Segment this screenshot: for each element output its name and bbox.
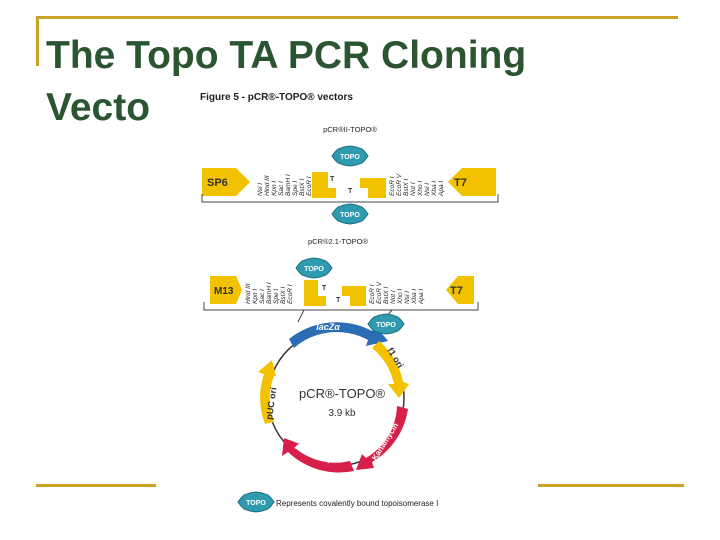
v1-left-site: Spe I [292, 181, 299, 196]
f1-ori-segment [372, 341, 409, 398]
v1-left-site: Sac I [278, 181, 285, 196]
v2-right-site: Nsi I [404, 291, 411, 304]
slide-title-line1: The Topo TA PCR Cloning [46, 34, 527, 77]
puc-ori-label: pUC ori [264, 387, 278, 421]
v1-left-site: BamH I [285, 174, 292, 196]
v1-overhang-top: T [330, 176, 335, 183]
v2-left-site: Spe I [273, 289, 280, 304]
vector1-insert-blocks [312, 172, 386, 198]
v1-right-site: Xba I [431, 181, 438, 197]
v2-overhang-bottom: T [336, 297, 341, 304]
v1-left-site: Hind III [264, 175, 271, 196]
plasmid-topo-badge: TOPO [367, 313, 405, 335]
t7-primer-arrow-2 [446, 276, 474, 304]
v1-right-site: EcoR I [389, 176, 396, 196]
top-accent-line [36, 16, 678, 19]
t7-primer-label-2: T7 [450, 285, 463, 297]
v2-right-site: Xho I [397, 289, 404, 305]
vector1-bracket [201, 194, 499, 203]
v2-left-site: Sac I [259, 289, 266, 304]
svg-text:TOPO: TOPO [340, 154, 360, 161]
vector2-name: pCR®2.1-TOPO® [308, 237, 369, 246]
v2-left-site: Kpn I [252, 289, 259, 304]
m13-primer-arrow [210, 276, 242, 304]
vector2-bracket [203, 302, 479, 311]
v1-left-site: EcoR I [306, 176, 313, 196]
v1-left-site: Kpn I [271, 181, 278, 196]
vector2-topo-top: TOPO [295, 257, 333, 279]
vector1-topo-bottom: TOPO [331, 203, 369, 225]
t7-primer-label-1: T7 [454, 177, 467, 189]
v2-left-site: BamH I [266, 282, 273, 304]
svg-text:TOPO: TOPO [340, 212, 360, 219]
left-accent-line [36, 16, 39, 66]
v2-right-site: EcoR I [369, 284, 376, 304]
kanamycin-label: Kanamycin [370, 421, 400, 462]
lacz-label: lacZα [316, 322, 340, 332]
sp6-primer-arrow [202, 168, 250, 196]
v1-overhang-bottom: T [348, 188, 353, 195]
vector-figure: Figure 5 - pCR®-TOPO® vectors pCR®II-TOP… [196, 84, 506, 514]
v1-right-site: Nsi I [424, 183, 431, 196]
v1-right-site: Not I [410, 182, 417, 196]
v2-left-site: Hind III [245, 283, 252, 304]
svg-text:TOPO: TOPO [304, 266, 324, 273]
svg-text:TOPO: TOPO [376, 322, 396, 329]
v1-left-site: BstX I [299, 178, 306, 196]
bracket-connector-left [297, 309, 305, 323]
v2-right-site: Not I [390, 290, 397, 304]
v1-right-site: Apa I [438, 181, 445, 197]
sp6-primer-label: SP6 [207, 177, 228, 189]
legend-topo-badge: TOPO [237, 491, 275, 513]
puc-ori-segment [258, 360, 276, 424]
v1-right-site: Xho I [417, 181, 424, 197]
vector2-insert-blocks [304, 280, 366, 306]
slide-title-line2: Vecto [46, 86, 151, 129]
vector2-left-sites: Hind III Kpn I Sac I BamH I Spe I BstX I… [245, 282, 294, 304]
v2-overhang-top: T [322, 285, 327, 292]
v2-right-site: Apa I [418, 289, 425, 305]
figure-caption: Figure 5 - pCR®-TOPO® vectors [200, 92, 353, 103]
svg-text:TOPO: TOPO [246, 500, 266, 507]
v2-left-site: BstX I [280, 286, 287, 304]
vector1-right-sites: EcoR I EcoR V BstX I Not I Xho I Nsi I X… [389, 173, 445, 197]
vector2-right-sites: EcoR I EcoR V BstX I Not I Xho I Nsi I X… [369, 281, 425, 305]
vector-figure-svg: Figure 5 - pCR®-TOPO® vectors pCR®II-TOP… [200, 92, 499, 513]
v1-left-site: Nsi I [257, 183, 264, 196]
slide-title: The Topo TA PCR Cloning Vecto [46, 30, 526, 134]
bottom-accent-line-right [538, 484, 684, 487]
m13-primer-label: M13 [214, 286, 234, 297]
vector1-left-sites: Nsi I Hind III Kpn I Sac I BamH I Spe I … [257, 174, 313, 196]
v1-right-site: BstX I [403, 178, 410, 196]
kanamycin-segment [356, 406, 408, 470]
t7-primer-arrow-1 [448, 168, 496, 196]
v1-right-site: EcoR V [396, 173, 403, 196]
vector1-topo-top: TOPO [331, 145, 369, 167]
legend-text: Represents covalently bound topoisomeras… [276, 499, 438, 508]
bottom-accent-line-left [36, 484, 156, 487]
v2-left-site: EcoR I [287, 284, 294, 304]
ampicillin-segment [282, 438, 354, 473]
plasmid-name: pCR®-TOPO® [299, 386, 386, 401]
plasmid-size: 3.9 kb [328, 408, 356, 419]
v2-right-site: BstX I [383, 286, 390, 304]
v2-right-site: EcoR V [376, 281, 383, 304]
lacz-segment [289, 322, 388, 348]
vector1-name: pCR®II-TOPO® [323, 125, 377, 134]
v2-right-site: Xba I [411, 289, 418, 305]
